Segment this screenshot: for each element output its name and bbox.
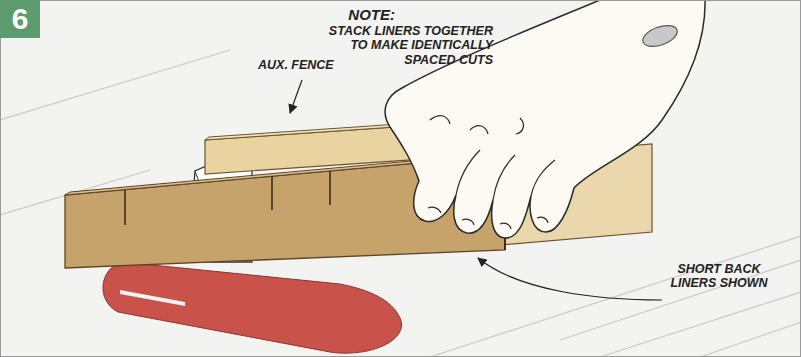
- part-label: SHORT BACK LINERS SHOWN: [664, 262, 774, 291]
- hand-detail-lines: [428, 116, 555, 229]
- liners-leader: [478, 258, 662, 300]
- note-heading: NOTE:: [300, 6, 395, 23]
- part-label: AUX. FENCE: [258, 58, 368, 72]
- step-number-box: 6: [0, 0, 40, 38]
- step-number: 6: [12, 4, 29, 34]
- ring: [640, 21, 680, 50]
- throat-plate: [103, 262, 402, 353]
- aux-fence-leader: [290, 80, 302, 113]
- note-text: STACK LINERS TOGETHER TO MAKE IDENTICALL…: [318, 24, 493, 67]
- throat-plate-slot: [120, 290, 185, 306]
